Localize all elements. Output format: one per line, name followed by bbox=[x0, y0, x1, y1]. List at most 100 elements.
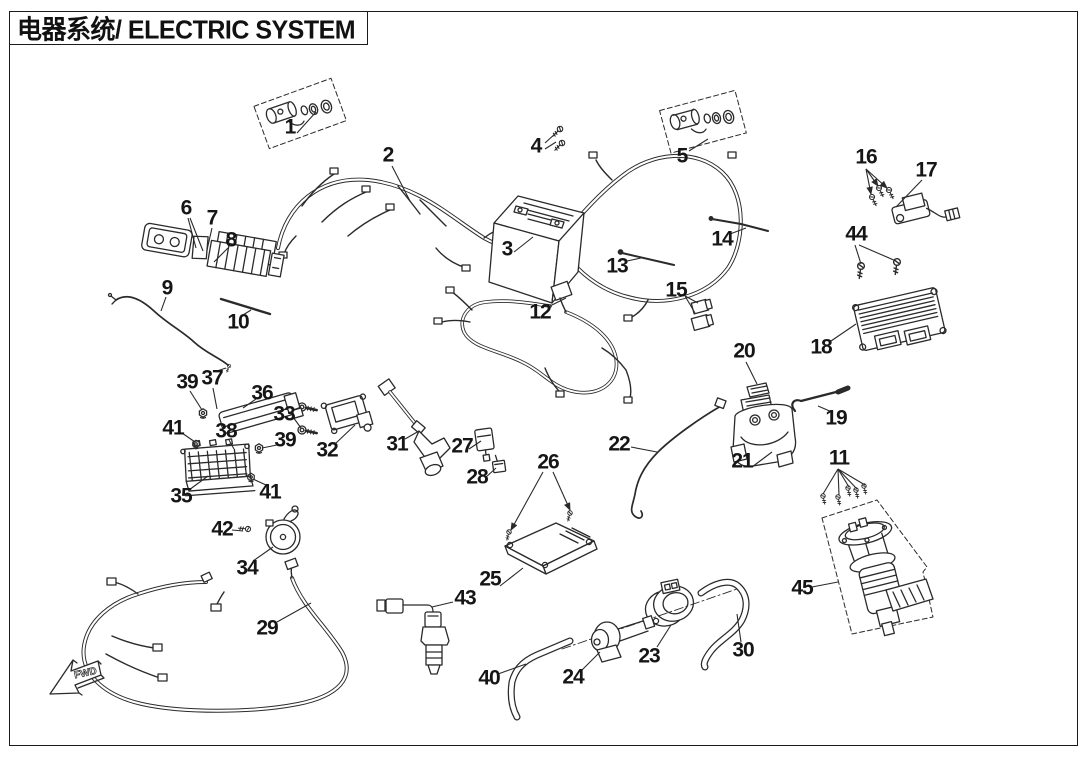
part-28-clip bbox=[491, 454, 507, 474]
leader-line-29 bbox=[276, 602, 312, 623]
leader-line-21 bbox=[751, 451, 773, 468]
part-6-7-8-switch-assembly bbox=[141, 222, 285, 278]
leader-line-23 bbox=[656, 624, 672, 648]
leader-line-7 bbox=[206, 227, 213, 251]
leader-line-28 bbox=[484, 467, 497, 479]
part-20-pad bbox=[746, 382, 770, 398]
leader-line-2 bbox=[391, 165, 411, 202]
part-17-sensor bbox=[891, 192, 961, 225]
leader-line-41 bbox=[181, 432, 196, 443]
part-44-screws bbox=[855, 257, 902, 280]
part-40-hose bbox=[507, 637, 574, 721]
part-43-sensor bbox=[376, 598, 450, 675]
part-4-screws bbox=[550, 124, 567, 153]
part-15-relays bbox=[690, 298, 715, 332]
part-9-cable bbox=[107, 292, 229, 366]
leader-line-31 bbox=[404, 430, 420, 440]
page-title: 电器系统/ ELECTRIC SYSTEM bbox=[17, 15, 356, 45]
title-block: 电器系统/ ELECTRIC SYSTEM bbox=[9, 11, 368, 45]
leader-line-24 bbox=[581, 651, 601, 671]
part-18-regulator bbox=[851, 287, 947, 351]
leader-line-34 bbox=[252, 546, 274, 562]
leader-line-6 bbox=[187, 217, 197, 249]
part-12-harness bbox=[433, 280, 633, 404]
leader-line-18 bbox=[830, 323, 857, 342]
leader-line-27 bbox=[468, 440, 482, 450]
leader-line-15 bbox=[684, 295, 696, 314]
leader-line-26 bbox=[510, 471, 544, 531]
leader-line-14 bbox=[729, 227, 747, 235]
leader-line-33 bbox=[292, 406, 302, 411]
leader-line-30 bbox=[736, 613, 742, 643]
leader-line-39 bbox=[261, 444, 278, 449]
part-1-switch-kit bbox=[253, 77, 347, 150]
part-2-main-harness bbox=[276, 151, 743, 322]
part-14-rod bbox=[708, 216, 769, 232]
leader-line-3 bbox=[513, 236, 534, 253]
part-19-bracket bbox=[791, 385, 851, 413]
part-22-cable bbox=[630, 397, 727, 519]
part-25-ecu bbox=[504, 522, 598, 575]
leader-line-25 bbox=[499, 567, 524, 587]
leader-line-33 bbox=[292, 416, 302, 429]
leader-line-20 bbox=[745, 361, 758, 385]
leader-line-40 bbox=[497, 663, 527, 675]
leader-line-35 bbox=[188, 475, 209, 491]
leader-line-11 bbox=[837, 468, 858, 490]
leader-line-6 bbox=[189, 217, 204, 252]
part-24-valve bbox=[561, 587, 741, 663]
part-5-switch-kit bbox=[659, 89, 747, 154]
leader-line-39 bbox=[189, 390, 203, 411]
leader-line-15 bbox=[684, 295, 699, 304]
leader-line-11 bbox=[837, 468, 850, 488]
leader-line-12 bbox=[547, 297, 567, 308]
leader-line-19 bbox=[817, 405, 833, 413]
part-3-battery bbox=[488, 195, 585, 304]
leader-line-16 bbox=[865, 168, 873, 196]
leader-line-17 bbox=[895, 179, 923, 208]
leader-line-44 bbox=[858, 244, 897, 262]
part-34-horn bbox=[265, 505, 301, 555]
part-31-spark-plug-cable bbox=[377, 378, 451, 477]
leader-line-41 bbox=[252, 478, 267, 486]
leader-line-11 bbox=[837, 468, 840, 496]
leader-line-4 bbox=[544, 132, 557, 144]
part-13-rod bbox=[617, 249, 675, 266]
part-45-fuel-pump bbox=[821, 499, 934, 637]
fwd-label: FWD bbox=[73, 666, 98, 681]
leader-line-44 bbox=[854, 244, 862, 265]
part-30-hose bbox=[697, 578, 750, 671]
leader-line-4 bbox=[544, 141, 557, 150]
leader-line-11 bbox=[822, 468, 839, 495]
part-27-relay bbox=[474, 427, 495, 462]
leader-line-37 bbox=[216, 367, 227, 372]
part-35-fuse-box bbox=[180, 438, 256, 497]
fwd-arrow: FWD bbox=[49, 659, 105, 696]
leader-line-16 bbox=[865, 168, 888, 189]
part-36-cover bbox=[218, 392, 304, 434]
leader-line-22 bbox=[630, 446, 658, 453]
leader-line-5 bbox=[688, 138, 709, 152]
leader-line-32 bbox=[334, 424, 356, 445]
leader-line-42 bbox=[231, 529, 244, 532]
part-21-starter-relay bbox=[730, 394, 797, 468]
part-32-ignition-coil bbox=[320, 393, 374, 435]
leader-line-1 bbox=[296, 111, 317, 134]
leader-line-43 bbox=[431, 601, 454, 608]
leader-line-8 bbox=[213, 247, 229, 263]
leader-line-26 bbox=[552, 471, 571, 512]
leader-line-45 bbox=[811, 581, 839, 588]
leader-lines bbox=[160, 111, 923, 675]
leader-line-36 bbox=[242, 398, 257, 409]
part-10-rod bbox=[219, 297, 272, 316]
part-16-screws bbox=[868, 184, 896, 208]
leader-line-10 bbox=[242, 309, 252, 316]
page-border-frame bbox=[9, 11, 1078, 746]
leader-line-9 bbox=[160, 296, 167, 312]
leader-line-11 bbox=[837, 468, 866, 486]
leader-line-16 bbox=[865, 168, 879, 187]
leader-line-38 bbox=[228, 439, 235, 450]
part-29-harness bbox=[81, 557, 349, 713]
